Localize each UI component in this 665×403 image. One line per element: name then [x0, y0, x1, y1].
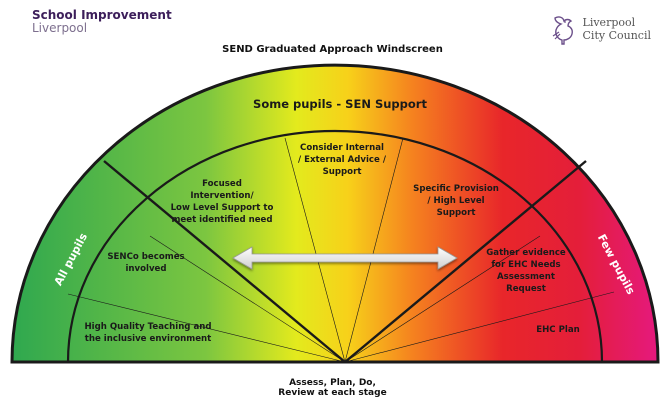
segment-label-line: the inclusive environment — [85, 334, 212, 344]
segment-label-consider-advice: Consider Internal / External Advice / Supp… — [298, 143, 387, 177]
segment-label-line: SENCo becomes — [107, 252, 184, 262]
double-arrow — [232, 246, 458, 270]
council-name: Liverpool City Council — [583, 17, 651, 42]
liver-bird-icon — [552, 16, 573, 45]
segment-label-senco: SENCo becomes involved — [107, 252, 184, 274]
segment-label-line: for EHC Needs — [491, 260, 560, 270]
brand-line1: School Improvement — [32, 8, 172, 22]
school-improvement-logo: School Improvement Liverpool — [32, 9, 172, 34]
segment-label-line: Support — [437, 208, 476, 218]
segment-label-line: / External Advice / — [298, 155, 387, 165]
segment-label-line: meet identified need — [171, 215, 272, 225]
liverpool-city-council-logo: Liverpool City Council — [549, 14, 651, 46]
segment-label-line: High Quality Teaching and — [84, 322, 211, 332]
outer-band-label: Some pupils - SEN Support — [253, 97, 427, 111]
council-line1: Liverpool — [582, 16, 636, 30]
segment-label-line: Request — [506, 284, 546, 294]
segment-label-line: Consider Internal — [300, 143, 384, 153]
segment-label-line: Focused — [202, 179, 242, 189]
segment-label-line: Support — [323, 167, 362, 177]
segment-labels: Consider Internal / External Advice / Supp… — [84, 143, 579, 344]
council-line2: City Council — [582, 29, 651, 42]
segment-label-line: Specific Provision — [413, 184, 499, 194]
segment-label-line: Assessment — [497, 272, 555, 282]
windscreen-outline — [10, 63, 660, 364]
windscreen-fill — [12, 65, 658, 362]
segment-label-line: Intervention/ — [190, 191, 254, 201]
segment-label-ehc-plan: EHC Plan — [536, 325, 580, 335]
footer-line1: Assess, Plan, Do, — [289, 378, 376, 388]
segment-label-line: / High Level — [427, 196, 484, 206]
segment-label-line: involved — [125, 264, 166, 274]
page-title: SEND Graduated Approach Windscreen — [222, 44, 443, 55]
segment-label-line: Low Level Support to — [171, 203, 274, 213]
segment-label-line: Gather evidence — [486, 248, 566, 258]
segment-label-line: EHC Plan — [536, 325, 580, 335]
inner-band-lines — [66, 129, 604, 363]
footer-line2: Review at each stage — [278, 388, 387, 399]
footer-caption: Assess, Plan, Do, Review at each stage — [0, 378, 665, 399]
spoke-lines — [67, 137, 615, 363]
segment-label-high-quality: High Quality Teaching and the inclusive e… — [84, 322, 211, 344]
brand-line2: Liverpool — [32, 20, 88, 35]
